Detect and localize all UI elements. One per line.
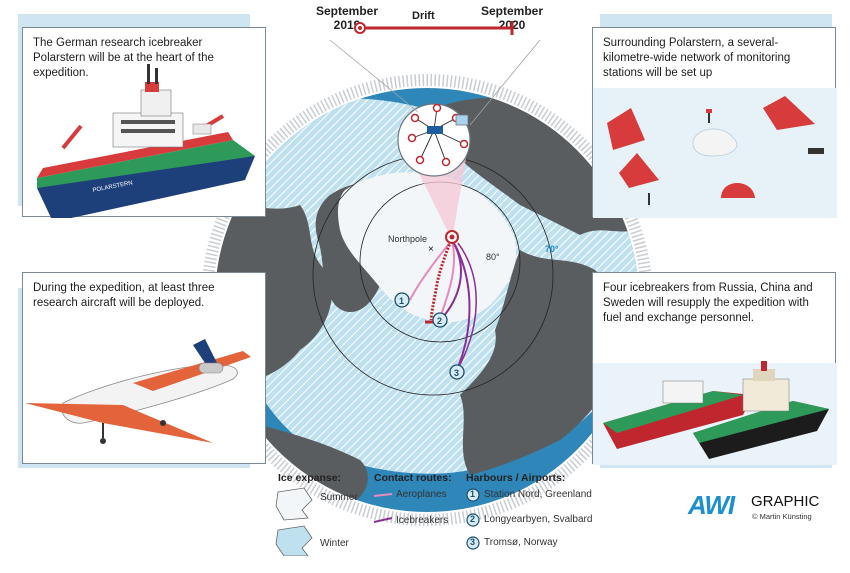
legend-aeroplanes-label: Aeroplanes bbox=[396, 489, 447, 500]
legend-ice-swatches bbox=[275, 487, 313, 556]
aircraft-illustration bbox=[25, 339, 251, 444]
harbour-badge-icon bbox=[466, 513, 480, 527]
harbour-number: 2 bbox=[470, 514, 476, 524]
station-network-inset bbox=[397, 103, 471, 177]
legend-icebreakers-label: Icebreakers bbox=[396, 515, 449, 526]
harbour-number: 3 bbox=[470, 537, 476, 547]
panel-polarstern-text: The German research icebreaker Polarster… bbox=[33, 37, 214, 79]
stations-illustration bbox=[593, 88, 837, 218]
drift-timeline: September 2019 Drift September 2020 bbox=[300, 2, 560, 42]
panel-icebreakers-text: Four icebreakers from Russia, China and … bbox=[603, 282, 813, 324]
timeline-drift-label: Drift bbox=[412, 10, 435, 22]
legend-route-swatches bbox=[373, 493, 393, 523]
icebreaker-route bbox=[454, 244, 471, 373]
panel-stations: Surrounding Polarstern, a several-kilome… bbox=[592, 27, 837, 218]
harbour-name: Tromsø, Norway bbox=[484, 537, 558, 548]
icebreakers-illustration bbox=[593, 361, 837, 465]
legend-summer-label: Summer bbox=[320, 492, 358, 503]
legend-winter-swatch bbox=[275, 525, 313, 556]
timeline-bar bbox=[354, 21, 514, 35]
legend-summer-swatch bbox=[275, 487, 313, 521]
northpole-cross: × bbox=[428, 244, 434, 255]
legend-winter-label: Winter bbox=[320, 538, 349, 549]
connector-line bbox=[329, 39, 419, 113]
polarstern-ship-illustration: POLARSTERN bbox=[37, 64, 255, 218]
legend: Ice expanse: Summer Winter Contact route… bbox=[272, 470, 602, 570]
latitude-70-label: 70° bbox=[545, 244, 559, 254]
legend-icebreaker-line bbox=[373, 517, 393, 523]
harbour-badge-icon bbox=[466, 488, 480, 502]
panel-stations-text: Surrounding Polarstern, a several-kilome… bbox=[603, 37, 791, 79]
harbour-name: Longyearbyen, Svalbard bbox=[484, 514, 593, 525]
harbour-marker-3: 3 bbox=[449, 364, 465, 380]
harbour-marker-1: 1 bbox=[394, 292, 410, 308]
panel-aircraft-text: During the expedition, at least three re… bbox=[33, 282, 215, 309]
harbour-name: Station Nord, Greenland bbox=[484, 489, 592, 500]
panel-polarstern: POLARSTERN The German research icebreake… bbox=[22, 27, 266, 218]
icebreaker-route bbox=[455, 242, 477, 373]
timeline-start-label: September 2019 bbox=[315, 4, 379, 32]
polarstern-start-dot bbox=[449, 234, 455, 240]
awi-logo-credit: © Martin Künsting bbox=[752, 512, 812, 521]
legend-harbours-header: Harbours / Airports: bbox=[466, 472, 566, 484]
panel-aircraft: During the expedition, at least three re… bbox=[22, 272, 266, 464]
awi-logo-word: GRAPHIC bbox=[751, 493, 820, 510]
legend-ice-header: Ice expanse: bbox=[278, 472, 342, 484]
panel-icebreakers: Four icebreakers from Russia, China and … bbox=[592, 272, 837, 465]
latitude-80-label: 80° bbox=[486, 252, 500, 262]
connector-line bbox=[469, 39, 541, 126]
aeroplane-route bbox=[439, 239, 456, 319]
harbour-badge-icon bbox=[466, 536, 480, 550]
svg-text:1: 1 bbox=[399, 296, 404, 306]
harbour-number: 1 bbox=[470, 489, 476, 499]
legend-aeroplane-line bbox=[373, 493, 393, 497]
northpole-label: Northpole bbox=[388, 234, 427, 244]
summer-ice-area bbox=[337, 172, 516, 323]
legend-routes-header: Contact routes: bbox=[374, 472, 452, 484]
awi-logo: AWI GRAPHIC © Martin Künsting bbox=[688, 488, 848, 528]
svg-text:3: 3 bbox=[454, 368, 459, 378]
svg-text:2: 2 bbox=[437, 316, 442, 326]
harbour-marker-2: 2 bbox=[432, 312, 448, 328]
awi-logo-mark: AWI bbox=[688, 490, 735, 520]
